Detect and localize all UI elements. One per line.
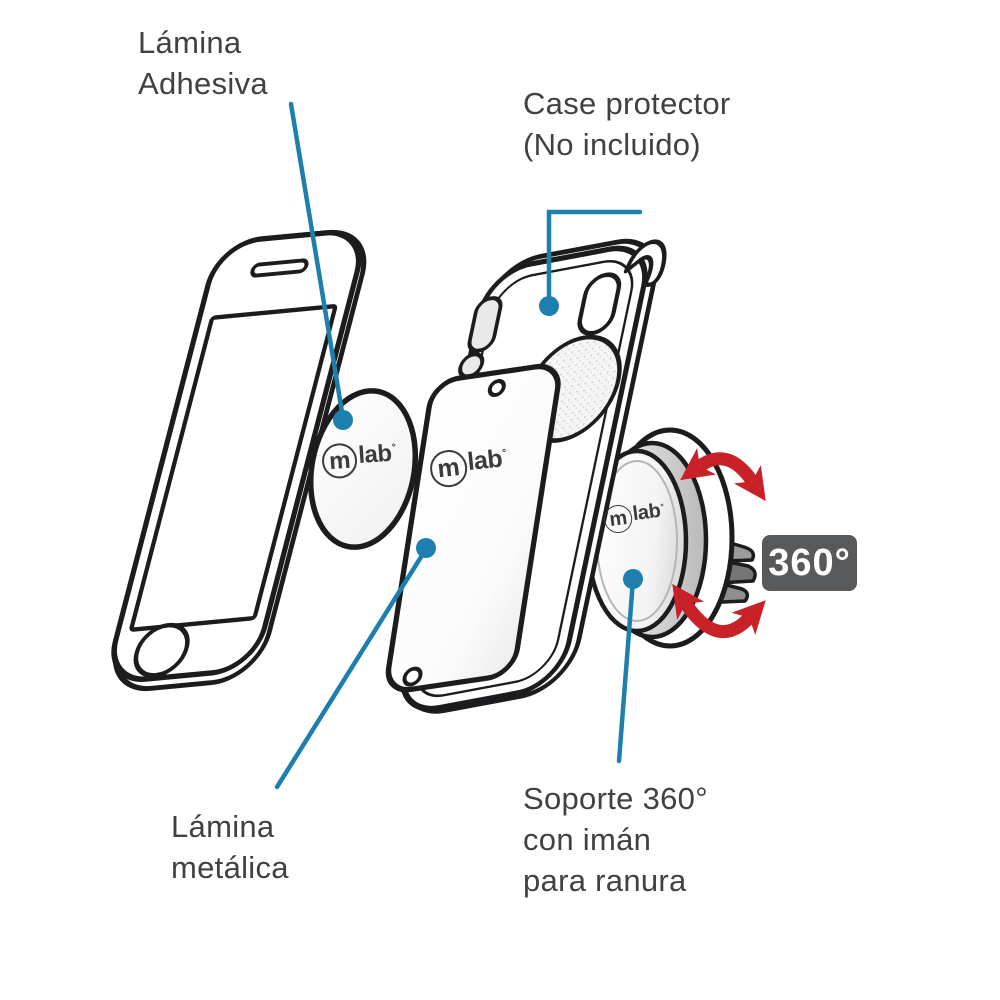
leader-line-adhesive (288, 101, 346, 421)
phone-speaker-slot (250, 258, 309, 278)
rotation-arrow-top (680, 448, 766, 502)
leader-line-mount (616, 577, 636, 764)
plate-hole-top (487, 379, 506, 398)
label-soporte-360: Soporte 360° con imán para ranura (523, 781, 708, 898)
metal-plate-body (385, 363, 561, 693)
leader-dot-case (539, 296, 559, 316)
case-camera-cutout (577, 272, 622, 336)
leader-line-case (546, 209, 643, 308)
rotation-arrow-bottom (672, 583, 766, 639)
label-case-protector: Case protector (No incluido) (523, 86, 731, 162)
mlab-logo-rest: lab (466, 444, 504, 477)
leader-dot-metal (416, 538, 436, 558)
mlab-logo-rest: lab (631, 499, 662, 526)
mlab-logo-rest: lab (357, 439, 393, 470)
case-volume-cutout (467, 296, 503, 353)
badge-360: 360° (762, 535, 857, 591)
mlab-logo-m: m (602, 503, 634, 535)
metal-plate (385, 363, 561, 693)
leader-dot-mount (623, 569, 643, 589)
case-corner-lip (623, 239, 667, 287)
adhesive-disc (307, 388, 419, 550)
phone-home-button (133, 622, 190, 678)
mlab-logo-m: m (320, 442, 359, 480)
phone (111, 229, 367, 692)
mlab-logo-m: m (428, 448, 469, 489)
label-lamina-metalica: Lámina metálica (171, 809, 289, 885)
plate-hole-bottom (402, 666, 423, 687)
leader-line-metal (274, 546, 429, 790)
badge-360-text: 360° (768, 541, 851, 584)
leader-dot-adhesive (333, 410, 353, 430)
phone-screen (129, 304, 338, 632)
mlab-logo-mark: ° (391, 441, 396, 454)
label-lamina-adhesiva: Lámina Adhesiva (138, 25, 268, 101)
